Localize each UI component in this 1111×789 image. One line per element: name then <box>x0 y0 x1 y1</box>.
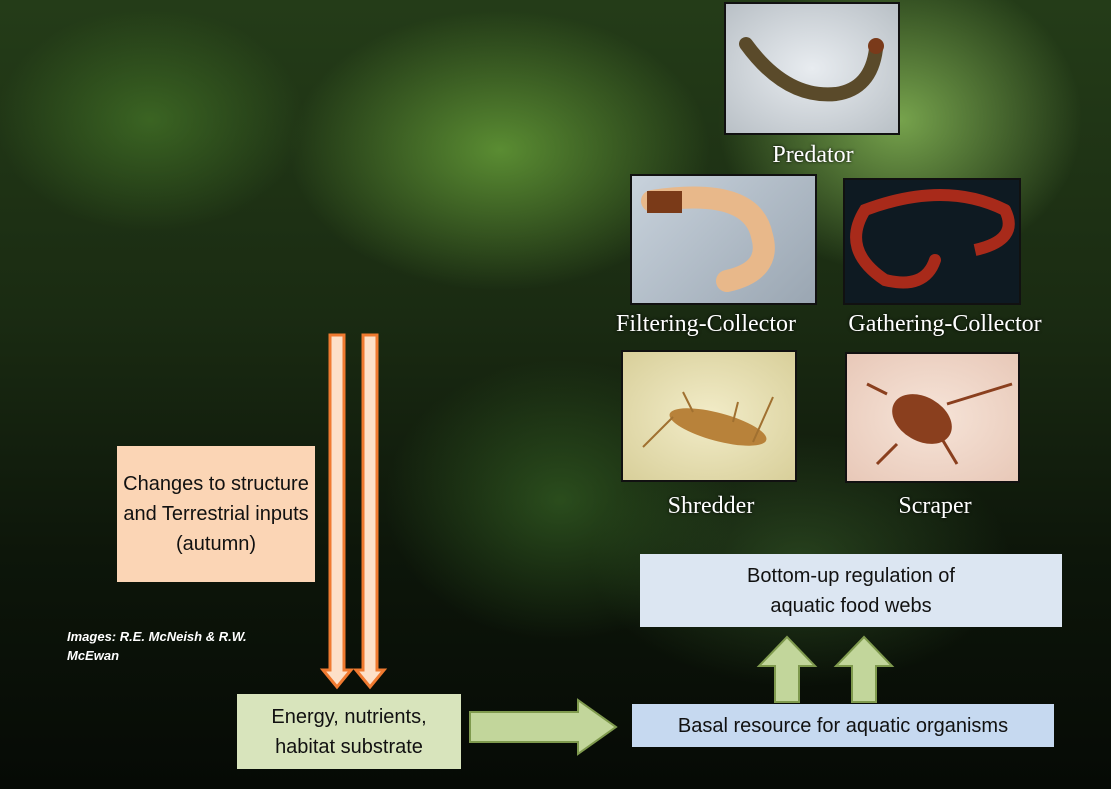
orange-down-arrow-right <box>352 333 388 690</box>
shredder-photo <box>621 350 797 482</box>
orange-down-arrow-left <box>319 333 355 690</box>
predator-label: Predator <box>772 142 854 168</box>
gathering-collector-label: Gathering-Collector <box>848 311 1042 337</box>
gathering-collector-photo <box>843 178 1021 305</box>
orange-down-arrows <box>319 333 388 690</box>
up-arrow-left <box>756 635 818 703</box>
energy-box: Energy, nutrients, habitat substrate <box>237 694 461 769</box>
predator-photo <box>724 2 900 135</box>
up-arrows <box>756 635 895 703</box>
right-arrow <box>469 698 618 756</box>
changes-box: Changes to structure and Terrestrial inp… <box>117 446 315 582</box>
up-arrow-right <box>833 635 895 703</box>
filtering-collector-photo <box>630 174 817 305</box>
scraper-label: Scraper <box>898 493 972 519</box>
shredder-label: Shredder <box>667 493 755 519</box>
bottom-up-regulation-box: Bottom-up regulation of aquatic food web… <box>640 554 1062 627</box>
image-credit: Images: R.E. McNeish & R.W. McEwan <box>67 629 247 663</box>
scraper-photo <box>845 352 1020 483</box>
basal-resource-box: Basal resource for aquatic organisms <box>632 704 1054 747</box>
filtering-collector-label: Filtering-Collector <box>616 311 796 337</box>
